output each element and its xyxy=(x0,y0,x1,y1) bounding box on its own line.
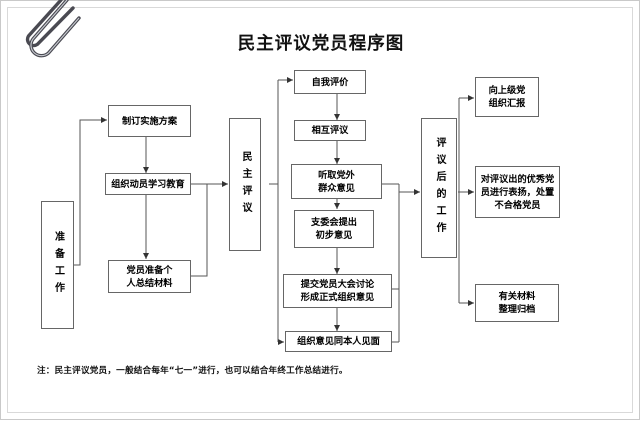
node-mutual-review[interactable]: 相互评议 xyxy=(294,120,366,141)
node-prepare-phase[interactable]: 准备工作 xyxy=(41,201,74,329)
node-report-upper[interactable]: 向上级党 组织汇报 xyxy=(475,77,539,117)
footnote: 注：民主评议党员，一般结合每年“七一”进行，也可以结合年终工作总结进行。 xyxy=(37,366,348,376)
node-member-assembly[interactable]: 提交党员大会讨论 形成正式组织意见 xyxy=(283,274,392,308)
node-mobilize-study[interactable]: 组织动员学习教育 xyxy=(105,173,191,195)
node-democratic-review[interactable]: 民主评议 xyxy=(229,118,261,251)
page-title: 民主评议党员程序图 xyxy=(237,34,405,54)
paperclip-icon xyxy=(25,0,81,58)
node-branch-committee[interactable]: 支委会提出 初步意见 xyxy=(294,210,374,248)
node-archive-materials[interactable]: 有关材料 整理归档 xyxy=(475,284,559,322)
node-make-plan[interactable]: 制订实施方案 xyxy=(108,105,191,137)
node-outside-opinions[interactable]: 听取党外 群众意见 xyxy=(291,164,382,199)
node-praise-dispose[interactable]: 对评议出的优秀党 员进行表扬，处置 不合格党员 xyxy=(475,166,560,218)
node-after-review-work[interactable]: 评议后的工作 xyxy=(421,118,457,258)
node-self-evaluation[interactable]: 自我评价 xyxy=(294,70,366,94)
node-member-summary[interactable]: 党员准备个 人总结材料 xyxy=(108,260,191,293)
node-meet-person[interactable]: 组织意见同本人见面 xyxy=(285,331,392,352)
